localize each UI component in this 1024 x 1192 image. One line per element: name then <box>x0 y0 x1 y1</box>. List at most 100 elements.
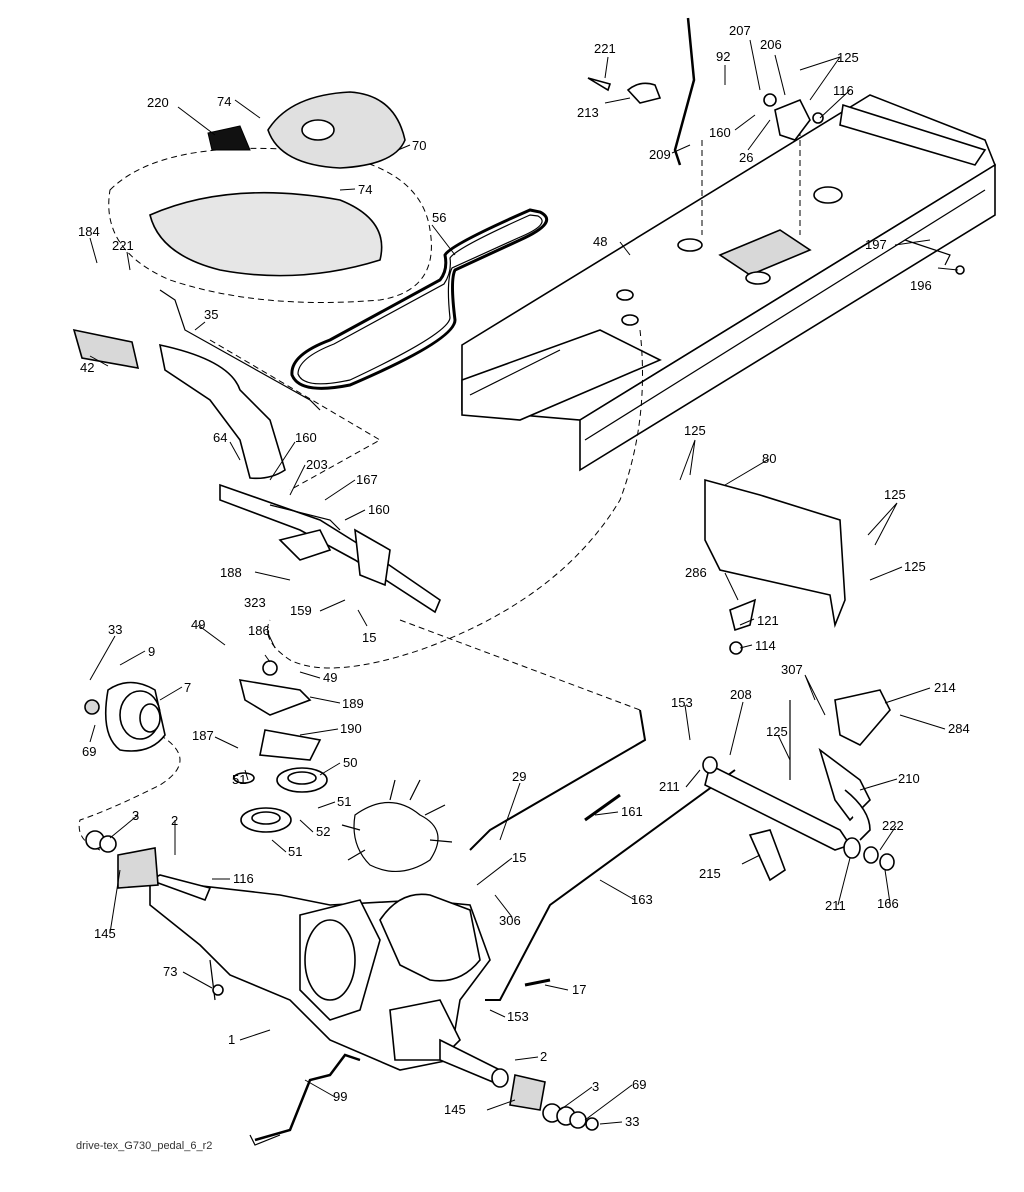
callout-49: 49 <box>191 617 205 632</box>
callout-196: 196 <box>910 278 932 293</box>
callout-286: 286 <box>685 565 707 580</box>
callout-3: 3 <box>592 1079 599 1094</box>
callout-167: 167 <box>356 472 378 487</box>
callout-210: 210 <box>898 771 920 786</box>
steering-linkage <box>587 17 824 166</box>
callout-161: 161 <box>621 804 643 819</box>
callout-7: 7 <box>184 680 191 695</box>
callout-186: 186 <box>248 623 270 638</box>
callout-51: 51 <box>232 772 246 787</box>
callout-33: 33 <box>625 1114 639 1129</box>
callout-284: 284 <box>948 721 970 736</box>
callout-307: 307 <box>781 662 803 677</box>
callout-labels: 220 74 70 74 56 184 221 35 42 64 160 203… <box>78 23 970 1129</box>
callout-211: 211 <box>825 898 846 913</box>
callout-50: 50 <box>343 755 357 770</box>
callout-125: 125 <box>884 487 906 502</box>
callout-222: 222 <box>882 818 904 833</box>
callout-35: 35 <box>204 307 218 322</box>
callout-80: 80 <box>762 451 776 466</box>
callout-125: 125 <box>904 559 926 574</box>
callout-49: 49 <box>323 670 337 685</box>
callout-306: 306 <box>499 913 521 928</box>
callout-15: 15 <box>362 630 376 645</box>
callout-323: 323 <box>244 595 266 610</box>
callout-56: 56 <box>432 210 446 225</box>
dashed-routing <box>78 120 801 851</box>
callout-211: 211 <box>659 779 680 794</box>
callout-206: 206 <box>760 37 782 52</box>
callout-215: 215 <box>699 866 721 881</box>
callout-166: 166 <box>877 896 899 911</box>
callout-29: 29 <box>512 769 526 784</box>
callout-197: 197 <box>865 237 887 252</box>
callout-114: 114 <box>755 638 776 653</box>
callout-190: 190 <box>340 721 362 736</box>
bracket <box>704 478 846 655</box>
callout-69: 69 <box>82 744 96 759</box>
fender-hood <box>108 91 432 303</box>
callout-3: 3 <box>132 808 139 823</box>
callout-213: 213 <box>577 105 599 120</box>
callout-51: 51 <box>337 794 351 809</box>
callout-125: 125 <box>684 423 706 438</box>
callout-121: 121 <box>757 613 779 628</box>
callout-125: 125 <box>837 50 859 65</box>
idler-pulleys <box>233 660 328 833</box>
callout-74: 74 <box>358 182 372 197</box>
callout-221: 221 <box>112 238 134 253</box>
callout-221: 221 <box>594 41 616 56</box>
callout-51: 51 <box>288 844 302 859</box>
callout-184: 184 <box>78 224 100 239</box>
callout-208: 208 <box>730 687 752 702</box>
axle-hub <box>84 681 166 752</box>
pedal-assembly <box>702 689 895 882</box>
callout-160: 160 <box>709 125 731 140</box>
shift-rod <box>249 1053 361 1146</box>
callout-160: 160 <box>368 502 390 517</box>
callout-2: 2 <box>171 813 178 828</box>
callout-116: 116 <box>233 871 254 886</box>
callout-163: 163 <box>631 892 653 907</box>
callout-15: 15 <box>512 850 526 865</box>
frame-chassis <box>461 94 996 472</box>
callout-73: 73 <box>163 964 177 979</box>
callout-33: 33 <box>108 622 122 637</box>
control-rods <box>469 709 736 1001</box>
callout-189: 189 <box>342 696 364 711</box>
diagram-footer-label: drive-tex_G730_pedal_6_r2 <box>76 1140 213 1152</box>
callout-52: 52 <box>316 824 330 839</box>
callout-187: 187 <box>192 728 214 743</box>
callout-42: 42 <box>80 360 94 375</box>
callout-145: 145 <box>444 1102 466 1117</box>
callout-153: 153 <box>507 1009 529 1024</box>
callout-116: 116 <box>833 83 854 98</box>
callout-159: 159 <box>290 603 312 618</box>
lever-assembly <box>72 289 441 614</box>
leader-lines <box>89 39 959 1125</box>
callout-69: 69 <box>632 1077 646 1092</box>
callout-220: 220 <box>147 95 169 110</box>
callout-99: 99 <box>333 1089 347 1104</box>
callout-9: 9 <box>148 644 155 659</box>
callout-209: 209 <box>649 147 671 162</box>
callout-2: 2 <box>540 1049 547 1064</box>
callout-153: 153 <box>671 695 693 710</box>
callout-70: 70 <box>412 138 426 153</box>
callout-26: 26 <box>739 150 753 165</box>
callout-188: 188 <box>220 565 242 580</box>
callout-214: 214 <box>934 680 956 695</box>
callout-160: 160 <box>295 430 317 445</box>
callout-74: 74 <box>217 94 231 109</box>
callout-92: 92 <box>716 49 730 64</box>
callout-17: 17 <box>572 982 586 997</box>
callout-125: 125 <box>766 724 788 739</box>
transmission <box>117 779 546 1111</box>
callout-203: 203 <box>306 457 328 472</box>
drive-belt <box>290 208 549 390</box>
callout-207: 207 <box>729 23 751 38</box>
callout-64: 64 <box>213 430 227 445</box>
callout-145: 145 <box>94 926 116 941</box>
callout-48: 48 <box>593 234 607 249</box>
